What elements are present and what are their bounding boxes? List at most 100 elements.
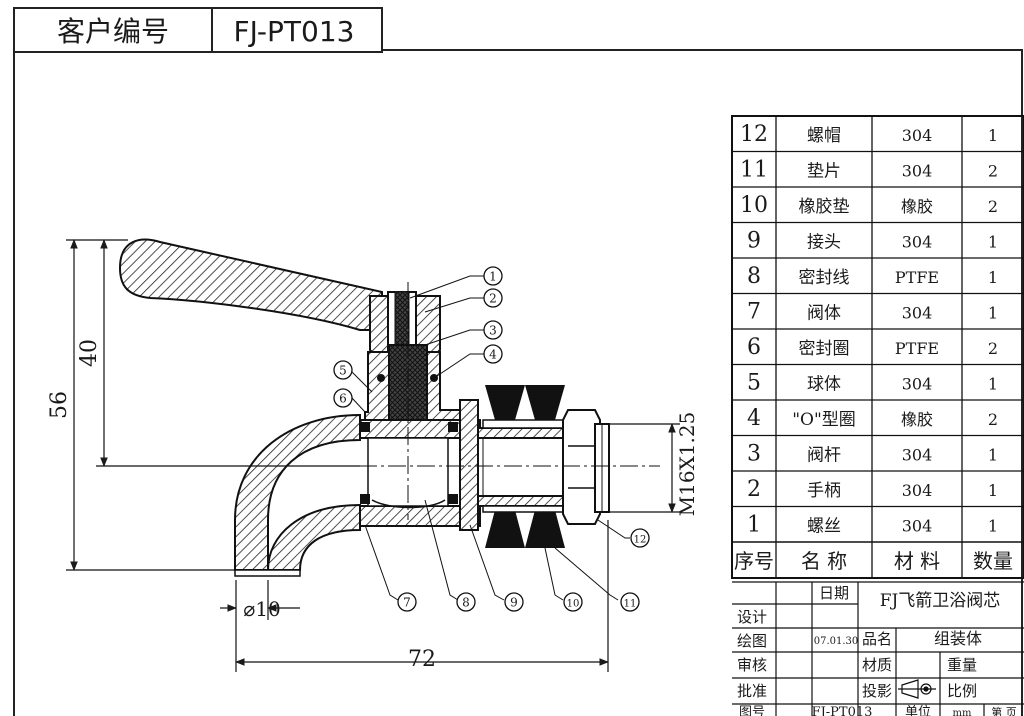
customer-code-label: 客户编号: [57, 15, 169, 48]
weight-label: 重量: [947, 656, 977, 674]
parts-cell-qty: 2: [988, 410, 998, 429]
parts-cell-no: 8: [747, 264, 761, 289]
callout-5: 5: [333, 360, 353, 380]
parts-header-qty: 数量: [973, 549, 1013, 573]
callout-label: 2: [489, 292, 497, 306]
callout-11: 11: [620, 592, 640, 612]
o-ring-left: [377, 374, 385, 382]
nut: [562, 409, 601, 525]
scale-label: 比例: [947, 682, 977, 700]
callout-label: 4: [489, 348, 497, 362]
callout-2: 2: [483, 288, 503, 308]
parts-cell-name: 螺帽: [807, 126, 841, 146]
drawing-label: 绘图: [737, 632, 767, 650]
parts-header-material: 材 料: [894, 549, 940, 573]
parts-cell-name: 橡胶垫: [799, 197, 850, 217]
parts-cell-no: 11: [740, 157, 768, 182]
title-block: [732, 581, 1024, 716]
parts-cell-no: 2: [747, 477, 761, 502]
parts-cell-qty: 1: [988, 232, 998, 251]
parts-cell-material: 橡胶: [901, 197, 933, 216]
parts-cell-material: 304: [902, 126, 933, 145]
customer-code-box: 客户编号 FJ-PT013: [13, 7, 383, 53]
unit-value: mm: [953, 708, 972, 716]
parts-cell-material: 304: [902, 303, 933, 322]
seal-ring-right: [448, 494, 458, 504]
seal-ring-left: [360, 494, 370, 504]
parts-cell-no: 12: [740, 122, 768, 147]
parts-cell-qty: 2: [988, 339, 998, 358]
parts-row: 6 密封圈 PTFE 2: [747, 335, 998, 360]
parts-header-no: 序号: [734, 549, 774, 573]
callout-label: 6: [339, 392, 347, 406]
parts-cell-material: 304: [902, 232, 933, 251]
spout-lower: [266, 503, 361, 571]
product-value: 组装体: [934, 629, 982, 648]
callout-12: 12: [630, 528, 650, 548]
parts-cell-material: PTFE: [895, 339, 939, 358]
parts-cell-no: 9: [747, 228, 761, 253]
callout-4: 4: [483, 344, 503, 364]
parts-cell-qty: 1: [988, 126, 998, 145]
parts-row: 12 螺帽 304 1: [740, 122, 998, 147]
parts-cell-name: 垫片: [807, 161, 841, 181]
parts-cell-material: 304: [902, 445, 933, 464]
dimension-thread: M16X1.25: [675, 412, 699, 517]
callout-label: 9: [510, 596, 518, 610]
company-name: FJ飞箭卫浴阀芯: [880, 591, 1001, 611]
rubber-gasket-top-1: [485, 385, 525, 420]
parts-cell-name: "O"型圈: [792, 410, 856, 430]
rubber-gasket-bottom-1: [485, 510, 525, 548]
title-block-text: 日期 FJ飞箭卫浴阀芯 设计 绘图 07.01.30 品名 组装体 审核 材质 …: [737, 584, 1017, 716]
review-label: 审核: [737, 656, 767, 674]
callout-label: 11: [624, 599, 637, 610]
callout-label: 3: [489, 324, 497, 338]
parts-cell-name: 阀杆: [807, 445, 841, 465]
figure-label: 图号: [739, 705, 765, 716]
parts-cell-no: 6: [747, 335, 761, 360]
callout-label: 7: [403, 596, 411, 610]
parts-cell-name: 密封圈: [799, 339, 850, 359]
parts-cell-name: 手柄: [807, 481, 841, 501]
parts-cell-material: 304: [902, 161, 933, 180]
callout-7: 7: [397, 592, 417, 612]
approve-label: 批准: [737, 682, 767, 700]
callout-label: 5: [339, 364, 347, 378]
callout-leaders: [351, 275, 630, 601]
date-value: 07.01.30: [814, 636, 859, 647]
parts-cell-name: 螺丝: [807, 516, 841, 536]
callout-label: 8: [462, 596, 470, 610]
parts-cell-material: 304: [902, 374, 933, 393]
callout-10: 10: [563, 592, 583, 612]
parts-cell-name: 阀体: [807, 303, 841, 323]
product-label: 品名: [862, 630, 892, 648]
parts-cell-no: 10: [740, 193, 768, 218]
design-label: 设计: [737, 608, 767, 626]
dimension-diameter: ⌀10: [243, 597, 281, 621]
parts-cell-no: 7: [747, 299, 761, 324]
rubber-gasket-bottom-2: [525, 510, 565, 548]
sheet-border: [13, 49, 1023, 716]
parts-cell-material: 橡胶: [901, 410, 933, 429]
parts-cell-name: 密封线: [799, 268, 850, 288]
unit-label: 单位: [905, 705, 931, 716]
figure-value: FJ-PT013: [812, 705, 873, 716]
faucet-drawing: [118, 238, 660, 577]
callout-1: 1: [483, 266, 503, 286]
parts-cell-qty: 1: [988, 268, 998, 287]
parts-header: 序号名 称材 料数量: [734, 549, 1013, 573]
spout: [234, 413, 361, 571]
date-label: 日期: [819, 584, 849, 602]
parts-cell-material: 304: [902, 516, 933, 535]
